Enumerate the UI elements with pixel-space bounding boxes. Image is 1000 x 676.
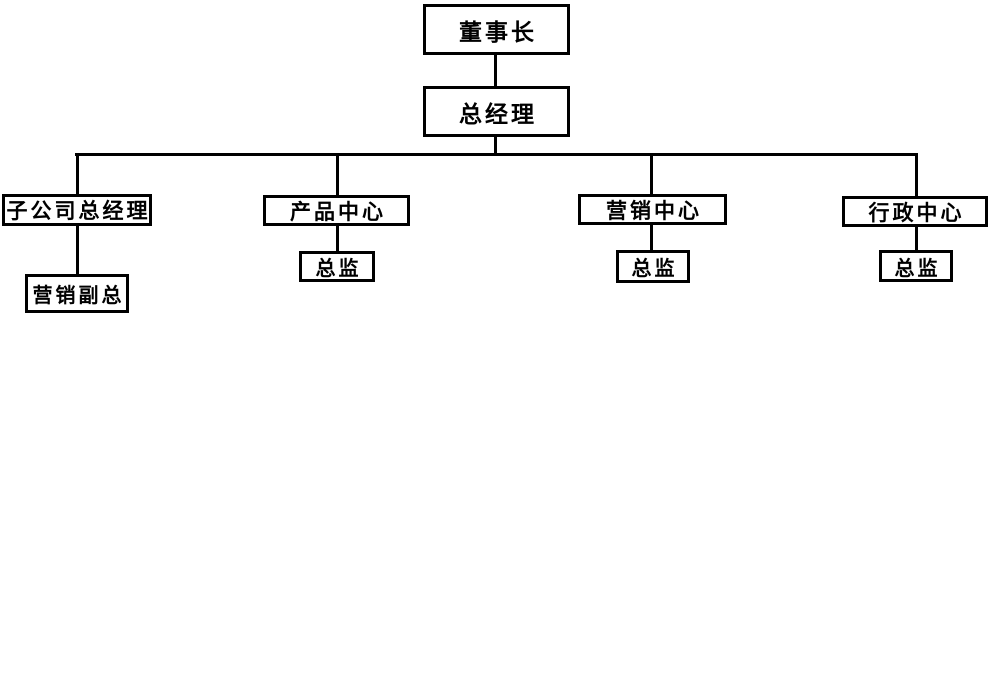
connector-general-manager-to-bus: [494, 137, 497, 156]
org-node-product-director: 总监: [299, 251, 375, 282]
connector-admin-center-to-director: [915, 227, 918, 250]
connector-chairman-to-general-manager: [494, 55, 497, 86]
org-node-general-manager: 总经理: [423, 86, 570, 137]
org-node-marketing-director: 总监: [616, 250, 690, 283]
connector-bus-to-product-center: [336, 153, 339, 195]
connector-product-center-to-director: [336, 226, 339, 251]
connector-bus-to-marketing-center: [650, 153, 653, 194]
connector-marketing-center-to-director: [650, 225, 653, 250]
org-node-marketing-center: 营销中心: [578, 194, 727, 225]
org-node-marketing-vp: 营销副总: [25, 274, 129, 313]
connector-horizontal-bus: [75, 153, 918, 156]
org-node-admin-center: 行政中心: [842, 196, 988, 227]
connector-subsidiary-gm-to-marketing-vp: [76, 226, 79, 274]
connector-bus-to-admin-center: [915, 153, 918, 196]
org-node-chairman: 董事长: [423, 4, 570, 55]
org-node-admin-director: 总监: [879, 250, 953, 282]
connector-bus-to-subsidiary-gm: [76, 153, 79, 194]
org-node-subsidiary-general-manager: 子公司总经理: [2, 194, 152, 226]
org-node-product-center: 产品中心: [263, 195, 410, 226]
